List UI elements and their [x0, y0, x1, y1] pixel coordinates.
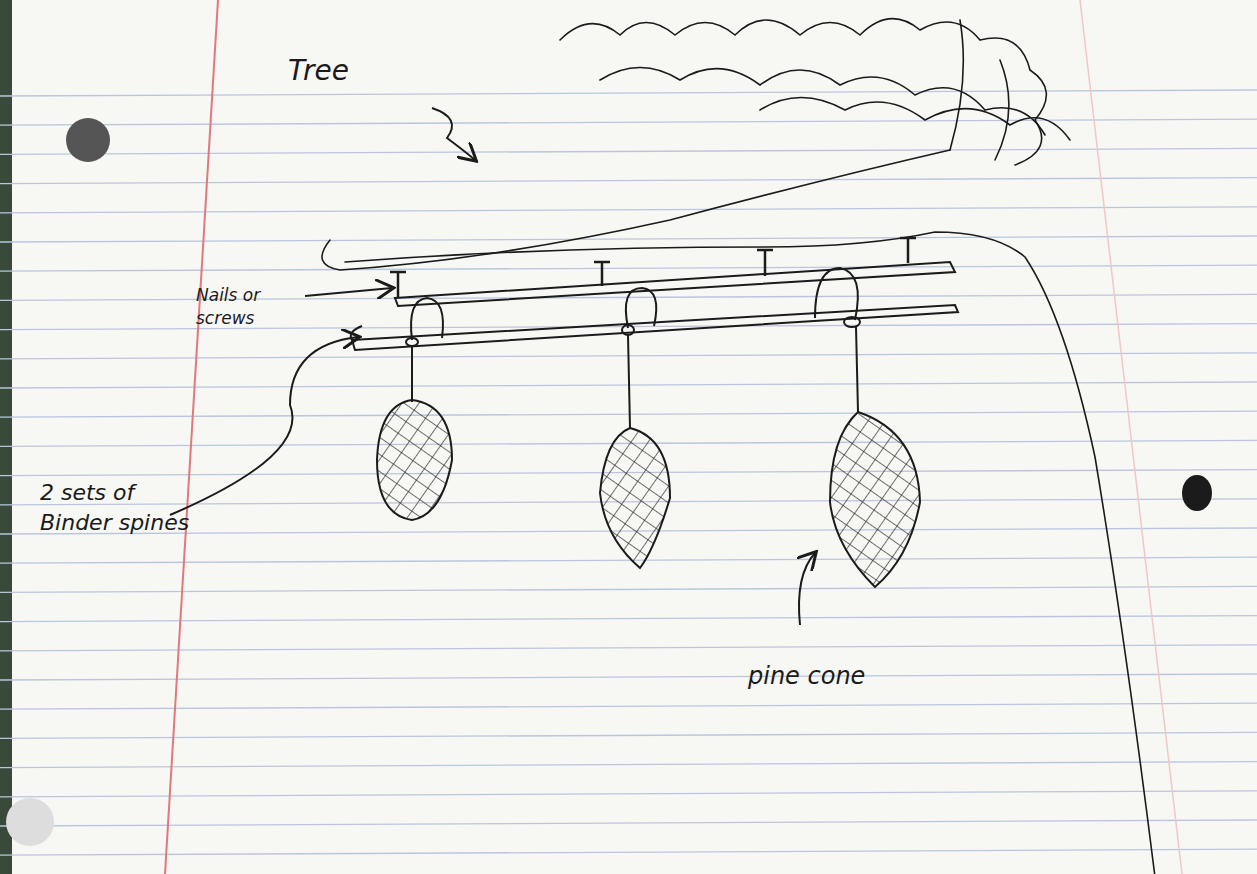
ruled-line: [0, 674, 1257, 680]
nail-head: [757, 249, 773, 252]
ruled-line: [0, 236, 1257, 242]
foliage: [950, 20, 1009, 160]
binder-hole: [6, 798, 54, 846]
binder-spines: [351, 262, 958, 350]
string: [856, 327, 858, 412]
string: [628, 335, 630, 428]
string: [411, 346, 413, 402]
ruled-line: [0, 90, 1257, 96]
leader-arrow: [432, 108, 475, 160]
ruled-line: [0, 762, 1257, 768]
nail: [601, 262, 604, 286]
branch-trunk: [345, 232, 1158, 874]
foliage: [560, 19, 1046, 165]
nail: [397, 272, 400, 298]
foliage: [600, 68, 1070, 141]
binder-hole: [66, 118, 110, 162]
pine-cone: [830, 412, 920, 587]
ruled-line: [0, 791, 1257, 797]
margin-line: [165, 0, 218, 874]
ruled-line: [0, 820, 1257, 826]
nail: [764, 250, 767, 276]
ruled-line: [0, 732, 1257, 738]
nail-head: [900, 237, 916, 240]
leader-arrow: [170, 337, 358, 515]
desk-edge: [0, 0, 12, 874]
knot: [844, 317, 860, 327]
knot: [406, 338, 418, 346]
annotation-label: Nails or screws: [196, 284, 292, 330]
nail: [907, 238, 910, 263]
ink-blot: [1182, 475, 1212, 511]
ruled-line: [0, 703, 1257, 709]
ruled-line: [0, 119, 1257, 125]
annotation-label: pine cone: [748, 660, 908, 692]
annotation-label: 2 sets of Binder spines: [40, 478, 190, 537]
branch-top: [322, 150, 950, 270]
leader-arrow: [305, 288, 392, 296]
knot: [622, 325, 634, 335]
binder-spine: [395, 262, 955, 306]
pine-cones: [377, 400, 920, 587]
leader-arrow: [799, 553, 815, 625]
ruled-line: [0, 411, 1257, 417]
pine-cone: [377, 400, 452, 520]
loop: [626, 288, 656, 328]
nail-head: [390, 271, 406, 274]
ruled-line: [0, 616, 1257, 622]
loop: [411, 298, 443, 340]
ruled-line: [0, 645, 1257, 651]
ruled-line: [0, 207, 1257, 213]
ruled-line: [0, 148, 1257, 154]
ruled-line: [0, 586, 1257, 592]
pine-cone: [600, 428, 670, 568]
annotation-label: Tree: [288, 52, 408, 90]
ruled-line: [0, 849, 1257, 855]
loop: [815, 268, 858, 320]
hangers: [406, 268, 860, 428]
tree-drawing: [322, 19, 1158, 874]
nail-head: [594, 261, 610, 264]
ruled-line: [0, 265, 1257, 271]
ruled-line: [0, 178, 1257, 184]
leader-arrows: [170, 108, 815, 625]
right-margin-line: [1080, 0, 1182, 874]
